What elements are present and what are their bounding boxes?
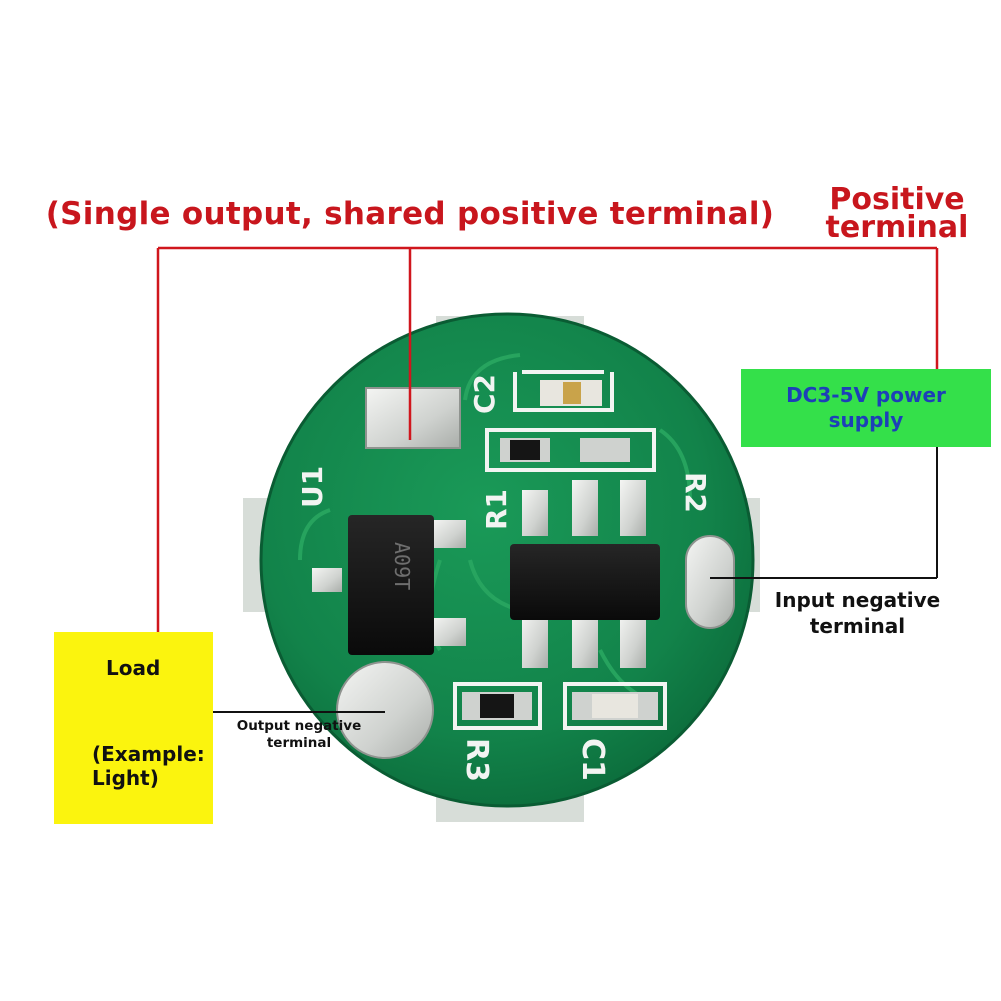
output-negative-label: Output negative terminal [236,718,362,751]
silkscreen-outlines [453,370,667,730]
load-label: Load [106,656,161,680]
chip-u1 [312,515,466,655]
red-wires [156,246,939,633]
chip-main [510,480,660,668]
silkscreen-r3: R3 [459,738,494,782]
power-supply-line1: DC3-5V power [786,383,946,407]
pad-output-negative [336,661,434,759]
load-box: Load (Example: Light) [54,632,213,824]
load-example-line1: (Example: [92,742,205,766]
silkscreen-c1: C1 [575,738,610,781]
silkscreen-r2: R2 [679,472,712,514]
positive-terminal-label: Positive terminal [825,182,969,245]
chip-u1-marking: A09T [390,542,414,591]
input-negative-label: Input negative terminal [774,588,941,638]
power-supply-box: DC3-5V power supply [741,369,991,447]
silkscreen-r1: R1 [480,488,513,530]
silkscreen-c2: C2 [468,373,501,414]
load-example-line2: Light) [92,766,159,790]
power-supply-line2: supply [828,408,904,432]
black-wires [213,447,938,713]
diagram-title: (Single output, shared positive terminal… [45,196,775,232]
pad-input-negative [685,535,735,629]
pad-top-left [365,387,461,449]
silkscreen-u1: U1 [296,465,329,508]
